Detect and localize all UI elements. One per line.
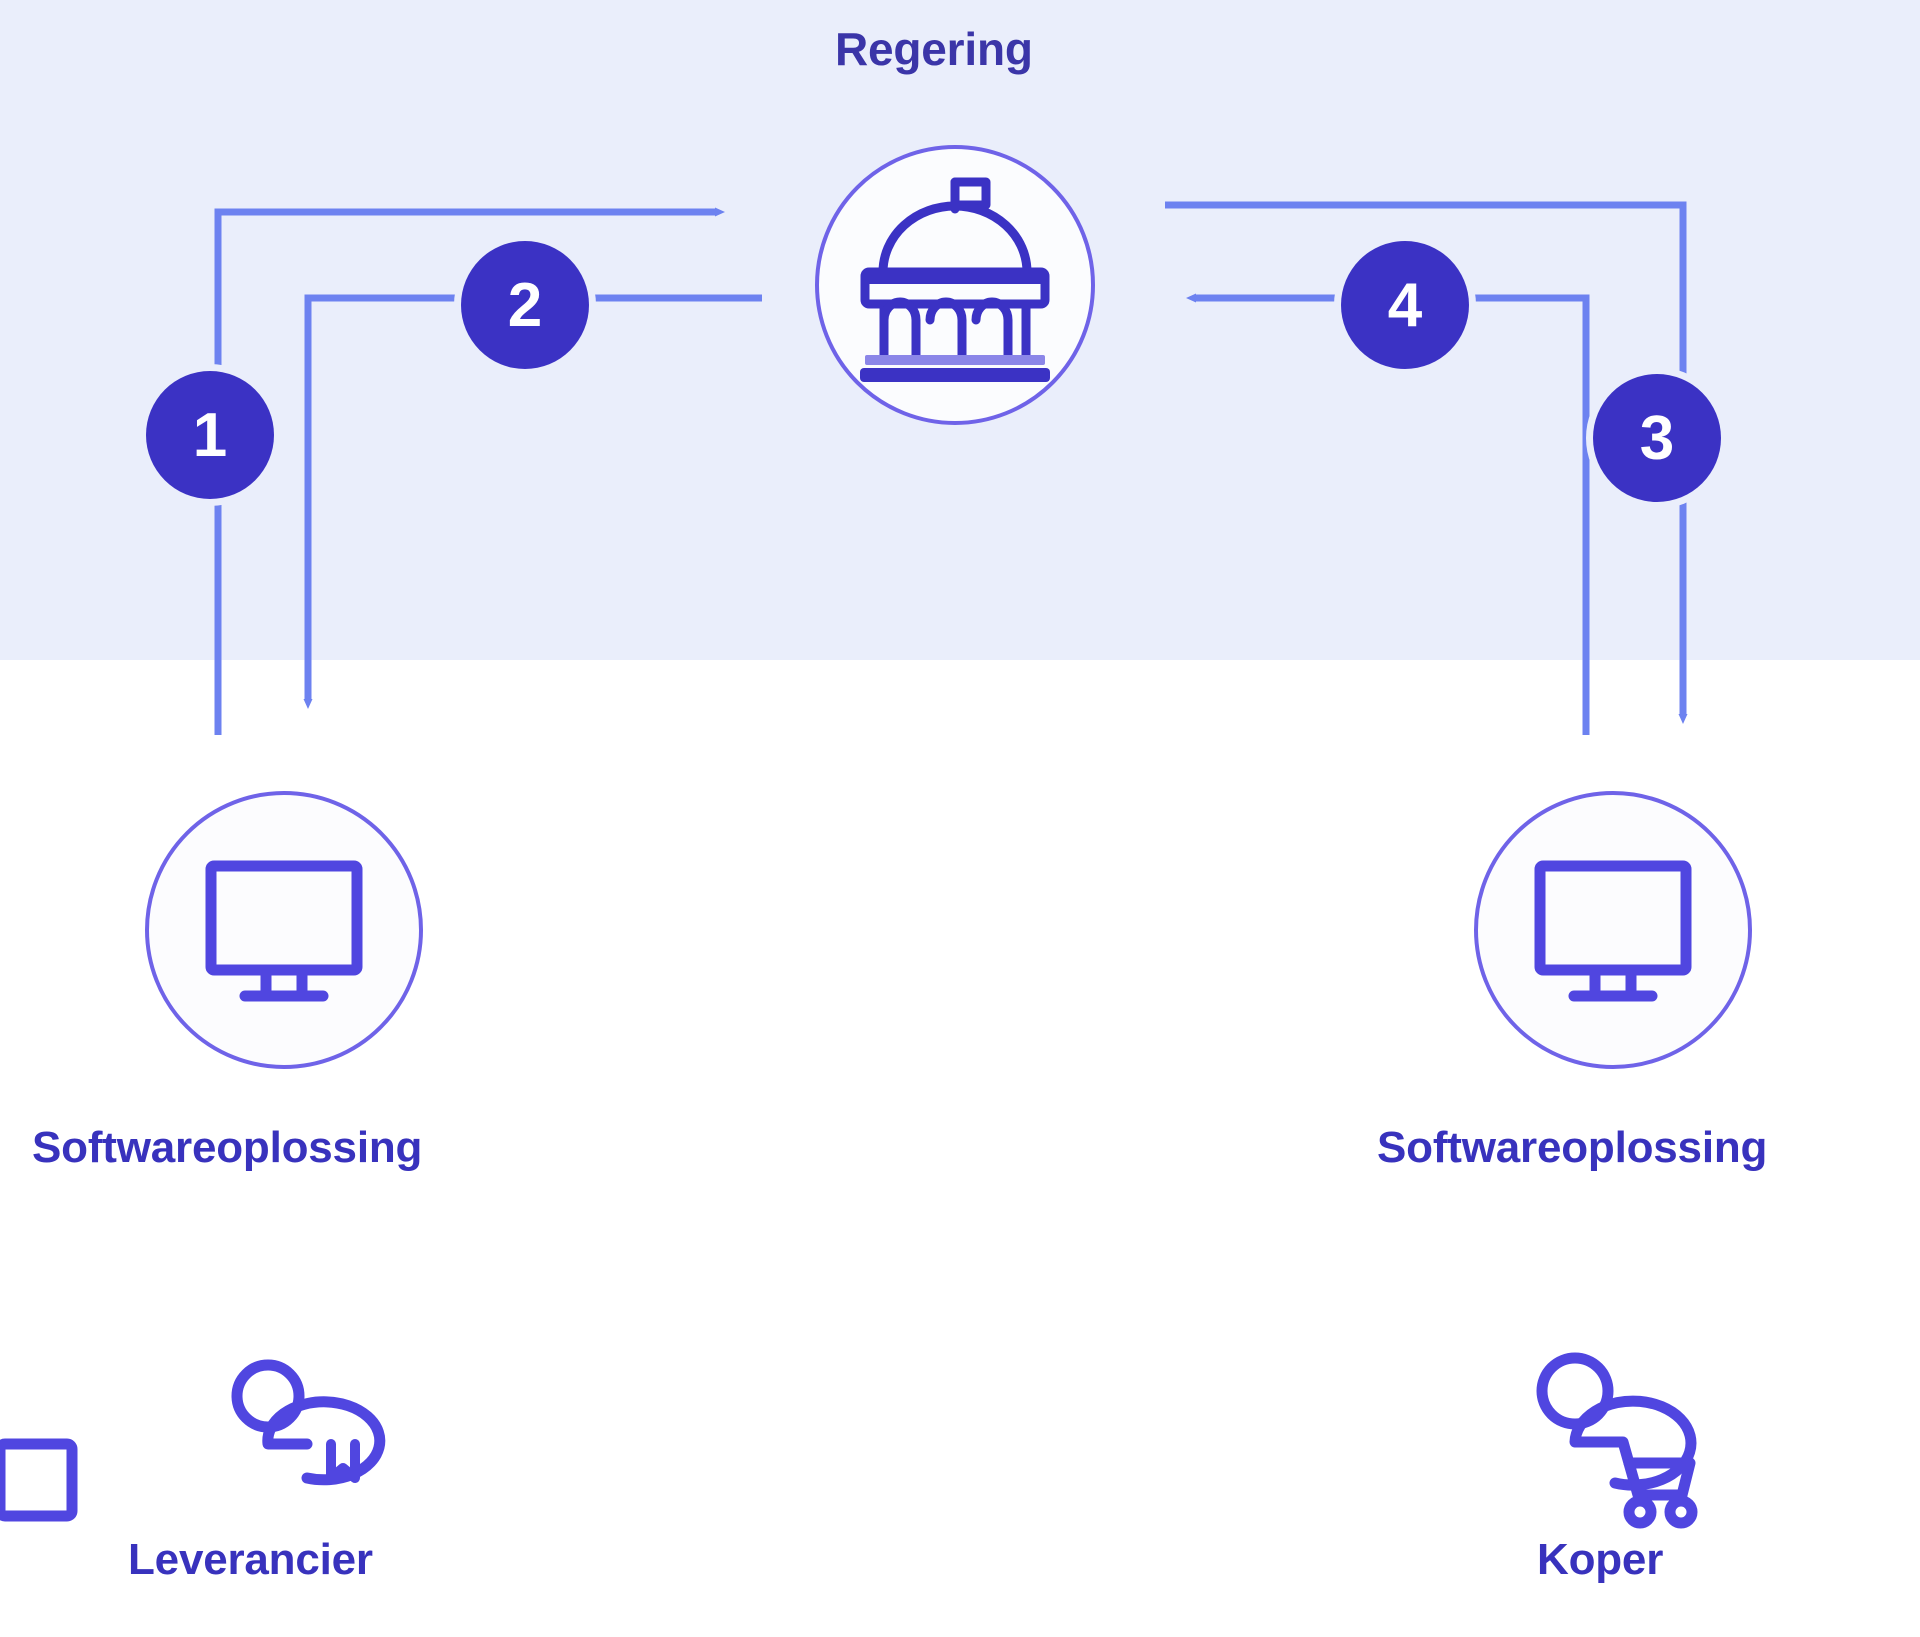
node-label-software-left: Softwareoplossing bbox=[32, 1123, 423, 1172]
step-badge-1[interactable]: 1 bbox=[146, 371, 274, 499]
node-software-right-circle bbox=[1474, 791, 1752, 1069]
person-cart-icon bbox=[1536, 1352, 1698, 1529]
node-label-koper: Koper bbox=[1537, 1535, 1664, 1584]
connector-4-buyer-to-government bbox=[1186, 293, 1590, 735]
connector-1-supplier-to-government bbox=[214, 207, 725, 735]
step-badge-4[interactable]: 4 bbox=[1341, 241, 1469, 369]
node-software-left-circle bbox=[145, 791, 423, 1069]
step-badge-3[interactable]: 3 bbox=[1593, 374, 1721, 502]
connector-3-government-to-buyer-software bbox=[1165, 201, 1688, 724]
node-label-leverancier: Leverancier bbox=[128, 1535, 373, 1584]
person-package-icon bbox=[0, 1359, 386, 1522]
government-building-icon bbox=[860, 177, 1050, 382]
connector-2-government-to-supplier-software bbox=[303, 294, 762, 709]
node-software-right[interactable] bbox=[1474, 791, 1752, 1069]
monitor-icon bbox=[1534, 860, 1692, 1002]
page-title: Regering bbox=[835, 23, 1033, 75]
step-badge-2[interactable]: 2 bbox=[461, 241, 589, 369]
node-software-left[interactable] bbox=[145, 791, 423, 1069]
node-label-software-right: Softwareoplossing bbox=[1377, 1123, 1768, 1172]
node-regering[interactable] bbox=[815, 145, 1095, 425]
monitor-icon bbox=[205, 860, 363, 1002]
